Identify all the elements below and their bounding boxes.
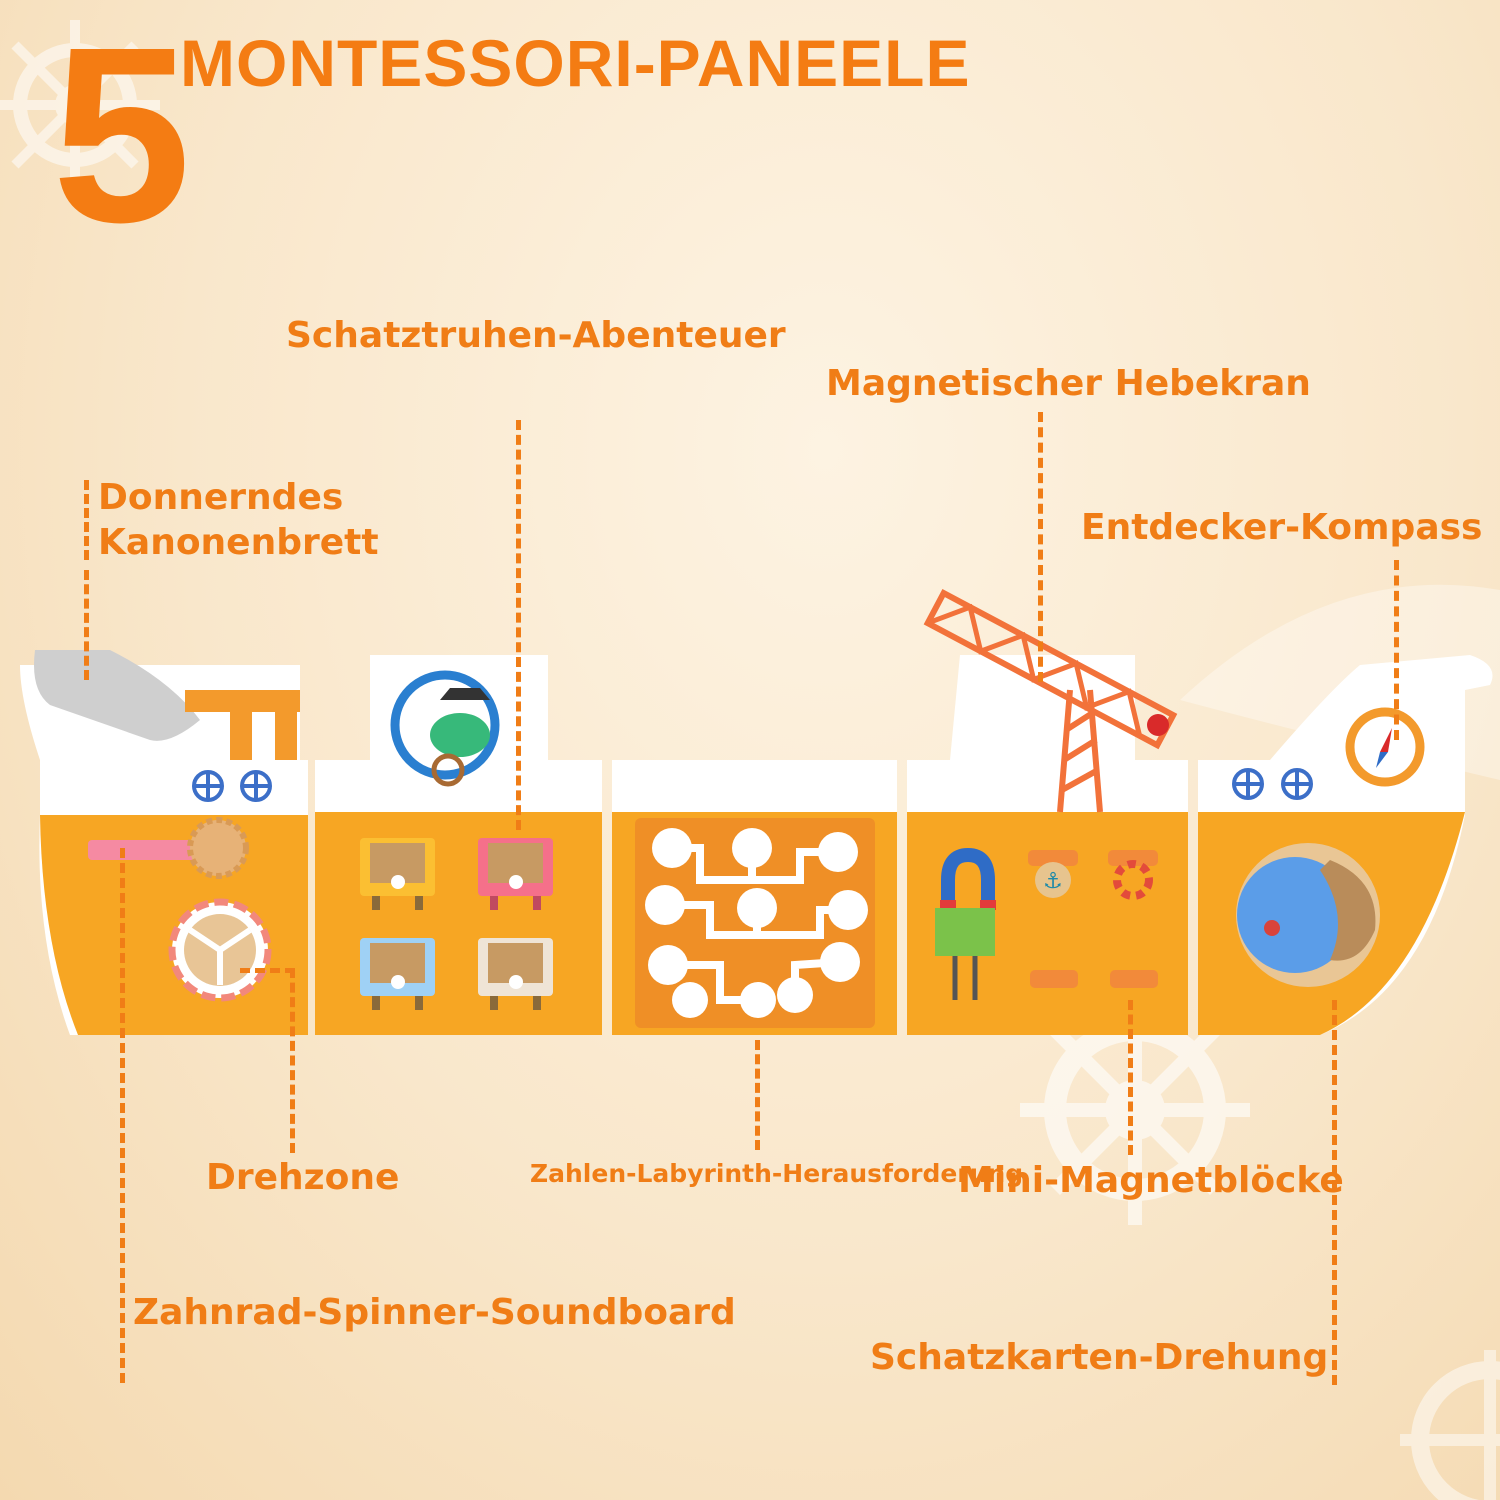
treasure-chest-panel — [315, 655, 602, 1035]
anchor-icon: ⚓ — [1035, 862, 1071, 898]
ship-wheel-icon — [0, 20, 160, 190]
magnet-icon — [940, 847, 996, 910]
label-treasure-chest: Schatztruhen-Abenteuer — [286, 315, 786, 356]
headline-title: MONTESSORI-PANEELE — [180, 26, 971, 100]
lifebuoy-icon — [1113, 860, 1153, 900]
leader-map-rotation — [1332, 1000, 1337, 1385]
leader-cannon — [84, 570, 89, 680]
crane-panel: ⚓ — [907, 589, 1188, 1035]
cannon-panel — [20, 650, 308, 1035]
label-spin-zone: Drehzone — [206, 1157, 400, 1198]
porthole-icon — [1232, 768, 1313, 800]
number-maze-panel — [612, 760, 897, 1035]
leader-spin-zone-h — [240, 968, 295, 973]
leader-mini-magnets — [1128, 1000, 1133, 1155]
porthole-icon — [192, 770, 272, 802]
ship-wheel-icon — [1400, 1350, 1500, 1500]
compass-icon — [1345, 707, 1425, 787]
headline-number: 5 — [52, 0, 192, 274]
leader-gear-spinner — [120, 848, 125, 1383]
leader-treasure — [516, 420, 521, 830]
leader-compass — [1394, 560, 1399, 740]
label-gear-spinner: Zahnrad-Spinner-Soundboard — [133, 1292, 736, 1333]
label-map-rotation: Schatzkarten-Drehung — [870, 1337, 1329, 1378]
leader-spin-zone — [290, 968, 295, 1153]
label-cannon-board: Donnerndes Kanonenbrett — [98, 477, 379, 563]
svg-text:⚓: ⚓ — [1043, 869, 1063, 894]
label-compass: Entdecker-Kompass — [1081, 507, 1483, 548]
map-rotation-panel — [1198, 655, 1493, 1035]
leader-number-maze — [755, 1040, 760, 1150]
leader-crane — [1038, 412, 1043, 682]
label-number-maze: Zahlen-Labyrinth-Herausforderung — [530, 1159, 1024, 1188]
leader-cannon-label — [84, 480, 89, 560]
label-mini-magnets: Mini-Magnetblöcke — [958, 1160, 1344, 1201]
label-crane: Magnetischer Hebekran — [826, 363, 1311, 404]
